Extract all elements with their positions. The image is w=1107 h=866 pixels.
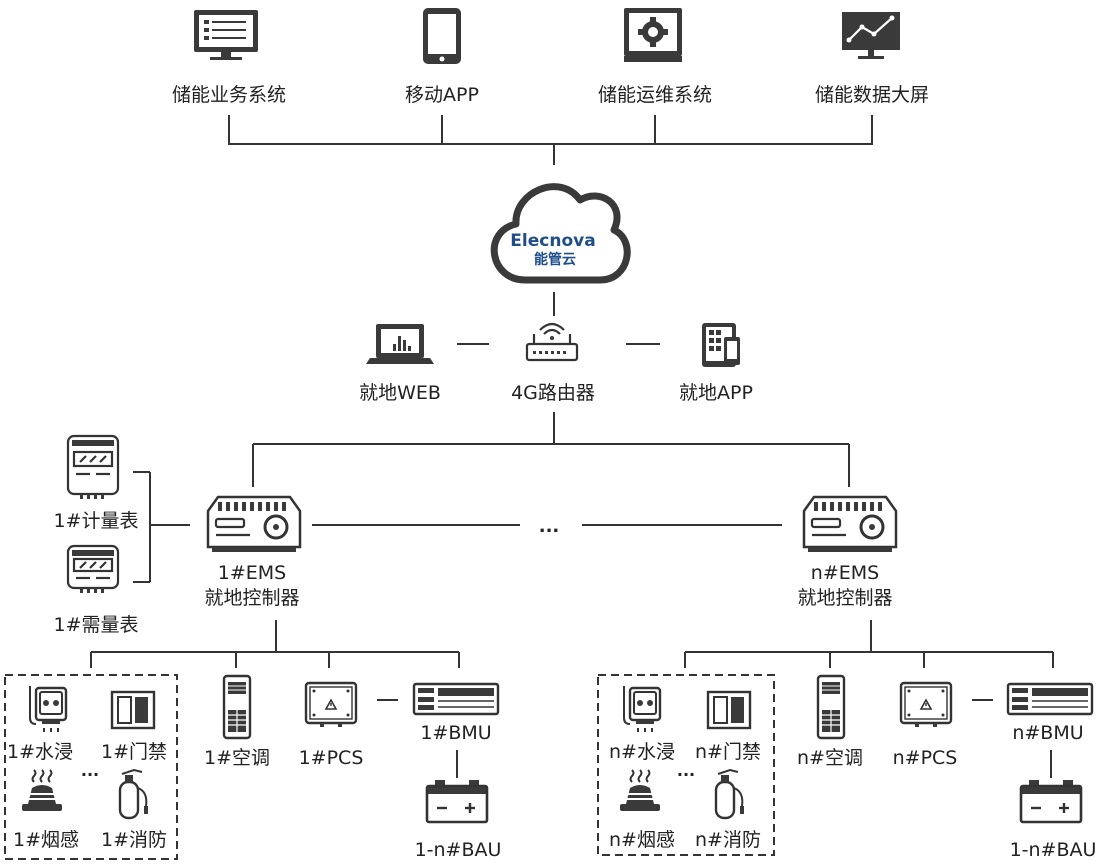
router-ems-bus <box>252 412 850 487</box>
battery-icon <box>1019 778 1083 824</box>
water-sensor-icon <box>28 684 68 734</box>
water-sensor-icon <box>622 684 662 734</box>
local-app-label: 就地APP <box>679 382 753 404</box>
metering-meter-label: 1#计量表 <box>53 510 138 532</box>
controller-branch-n: n#EMS 就地控制器 n#水浸 n#门禁 ... n#烟感 n#消防 n#空调… <box>597 495 1097 861</box>
bmu-label: 1#BMU <box>420 722 491 744</box>
bmu-label: n#BMU <box>1012 722 1083 744</box>
chart-screen-icon <box>842 12 900 59</box>
pcs-icon <box>899 681 953 729</box>
demand-meter-label: 1#需量表 <box>53 614 138 636</box>
bau-label: 1-n#BAU <box>1010 839 1097 861</box>
client-label-biz: 储能业务系统 <box>172 84 286 106</box>
pcs-label: 1#PCS <box>299 747 364 769</box>
tablet-icon <box>423 8 461 64</box>
gear-monitor-icon <box>624 8 682 62</box>
laptop-icon <box>366 324 434 364</box>
bmu-icon <box>412 682 500 716</box>
door-access-label: 1#门禁 <box>101 741 167 763</box>
smoke-detector-icon <box>619 769 661 812</box>
fire-extinguisher-icon <box>118 768 150 820</box>
monitor-list-icon <box>194 10 258 60</box>
air-conditioner-label: n#空调 <box>797 747 863 769</box>
controller-branch-1: 1#EMS 就地控制器 1#水浸 1#门禁 ... 1#烟感 1#消防 1#空调… <box>4 495 502 861</box>
air-conditioner-icon <box>816 674 846 740</box>
smoke-detector-label: n#烟感 <box>609 829 675 851</box>
ems-controller-icon <box>206 495 302 554</box>
client-label-screen: 储能数据大屏 <box>815 84 929 106</box>
phone-tablet-icon <box>702 323 740 367</box>
bau-label: 1-n#BAU <box>415 839 502 861</box>
bmu-icon <box>1006 682 1094 716</box>
pcs-icon <box>304 681 358 729</box>
local-web-label: 就地WEB <box>359 382 441 404</box>
cloud-icon <box>490 183 631 284</box>
client-label-ops: 储能运维系统 <box>598 84 712 106</box>
ems-label: n#EMS <box>811 562 879 584</box>
sensor-group-box <box>597 674 775 856</box>
fire-protection-label: n#消防 <box>695 829 761 851</box>
air-conditioner-icon <box>222 674 252 740</box>
cloud-label: 能管云 <box>534 251 576 268</box>
ems-ellipsis: ... <box>539 516 560 537</box>
demand-meter-icon <box>66 544 120 593</box>
fire-protection-label: 1#消防 <box>101 829 167 851</box>
client-bus-lines <box>228 115 873 165</box>
sensor-group-box <box>4 674 178 860</box>
controller-label: 就地控制器 <box>204 587 299 609</box>
client-label-app: 移动APP <box>405 84 479 106</box>
ems-controller-icon <box>802 495 898 554</box>
smoke-detector-icon <box>21 769 63 812</box>
water-sensor-label: 1#水浸 <box>7 741 73 763</box>
pcs-label: n#PCS <box>893 747 958 769</box>
fire-extinguisher-icon <box>714 768 746 820</box>
ems-label: 1#EMS <box>218 562 286 584</box>
router-icon <box>525 322 579 362</box>
battery-icon <box>425 778 489 824</box>
router-label: 4G路由器 <box>511 382 595 404</box>
door-access-label: n#门禁 <box>695 741 761 763</box>
cloud-brand: Elecnova <box>510 231 595 251</box>
sensor-ellipsis: ... <box>81 761 99 780</box>
sensor-ellipsis: ... <box>677 761 695 780</box>
smoke-detector-label: 1#烟感 <box>13 829 79 851</box>
air-conditioner-label: 1#空调 <box>204 747 270 769</box>
meter-bracket-lines <box>133 471 190 583</box>
door-access-icon <box>110 690 156 730</box>
door-access-icon <box>706 690 752 730</box>
water-sensor-label: n#水浸 <box>609 741 675 763</box>
metering-meter-icon <box>66 434 120 499</box>
controller-label: 就地控制器 <box>797 587 892 609</box>
